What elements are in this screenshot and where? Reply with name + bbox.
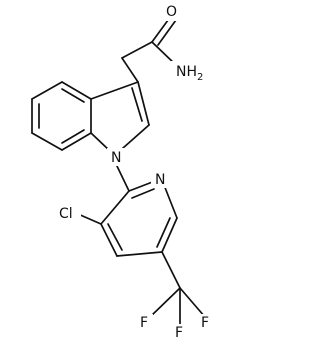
bond-pyridine-c4-c3: [100, 223, 118, 257]
bond-c2-c3-double: [131, 87, 143, 122]
atom-label-indole-nitrogen: N: [111, 150, 121, 166]
bond-ch2-carbonyl: [121, 41, 153, 59]
atom-label-fluorine-center: F: [175, 325, 183, 341]
bond-c7a-n1: [90, 132, 111, 152]
bond-c3-c3a: [90, 81, 139, 100]
bond-pyridine-c4-c3-double: [107, 223, 123, 251]
bond-benzene-4: [61, 132, 92, 151]
chemical-structure-diagram: O NH2 N N Cl F F F: [31, 4, 210, 341]
bond-benzene-1: [31, 81, 63, 100]
bond-pyridine-c6-c5: [161, 217, 178, 253]
atom-label-carbonyl-oxygen: O: [166, 4, 177, 20]
bond-cf3-f-left: [149, 287, 181, 318]
atom-label-fluorine-left: F: [140, 315, 148, 331]
bond-pyridine-c5-cf3: [161, 251, 181, 289]
bond-pyridine-c5-c4: [116, 251, 163, 257]
bond-pyridine-c3-cl: [77, 213, 102, 225]
bond-benzene-double-3: [61, 88, 85, 103]
bond-n1-pyridine-c2: [115, 163, 130, 192]
atom-label-amide-nitrogen: NH2: [176, 64, 203, 83]
bond-carbonyl-o-double: [157, 19, 177, 46]
bond-pyridine-n-c6: [163, 184, 178, 219]
bond-n1-c2: [122, 124, 150, 149]
atom-label-chlorine: Cl: [59, 206, 73, 222]
atom-label-pyridine-nitrogen: N: [155, 172, 165, 188]
bond-pyridine-c3-c2: [100, 190, 130, 225]
bond-c2-c3: [137, 81, 150, 126]
bond-benzene-double-2: [61, 129, 85, 144]
atom-label-fluorine-right: F: [201, 315, 209, 331]
atom-label-amide-subscript: 2: [197, 72, 203, 83]
bond-pyridine-c2-n: [128, 180, 156, 192]
bond-pyridine-c6-c5-double: [156, 217, 171, 248]
bond-c3-ch2: [121, 57, 139, 83]
bond-pyridine-c2-n-double: [131, 188, 155, 199]
bond-benzene-6: [61, 81, 92, 100]
bond-cf3-f-right: [179, 287, 206, 318]
bond-benzene-3: [31, 132, 63, 151]
